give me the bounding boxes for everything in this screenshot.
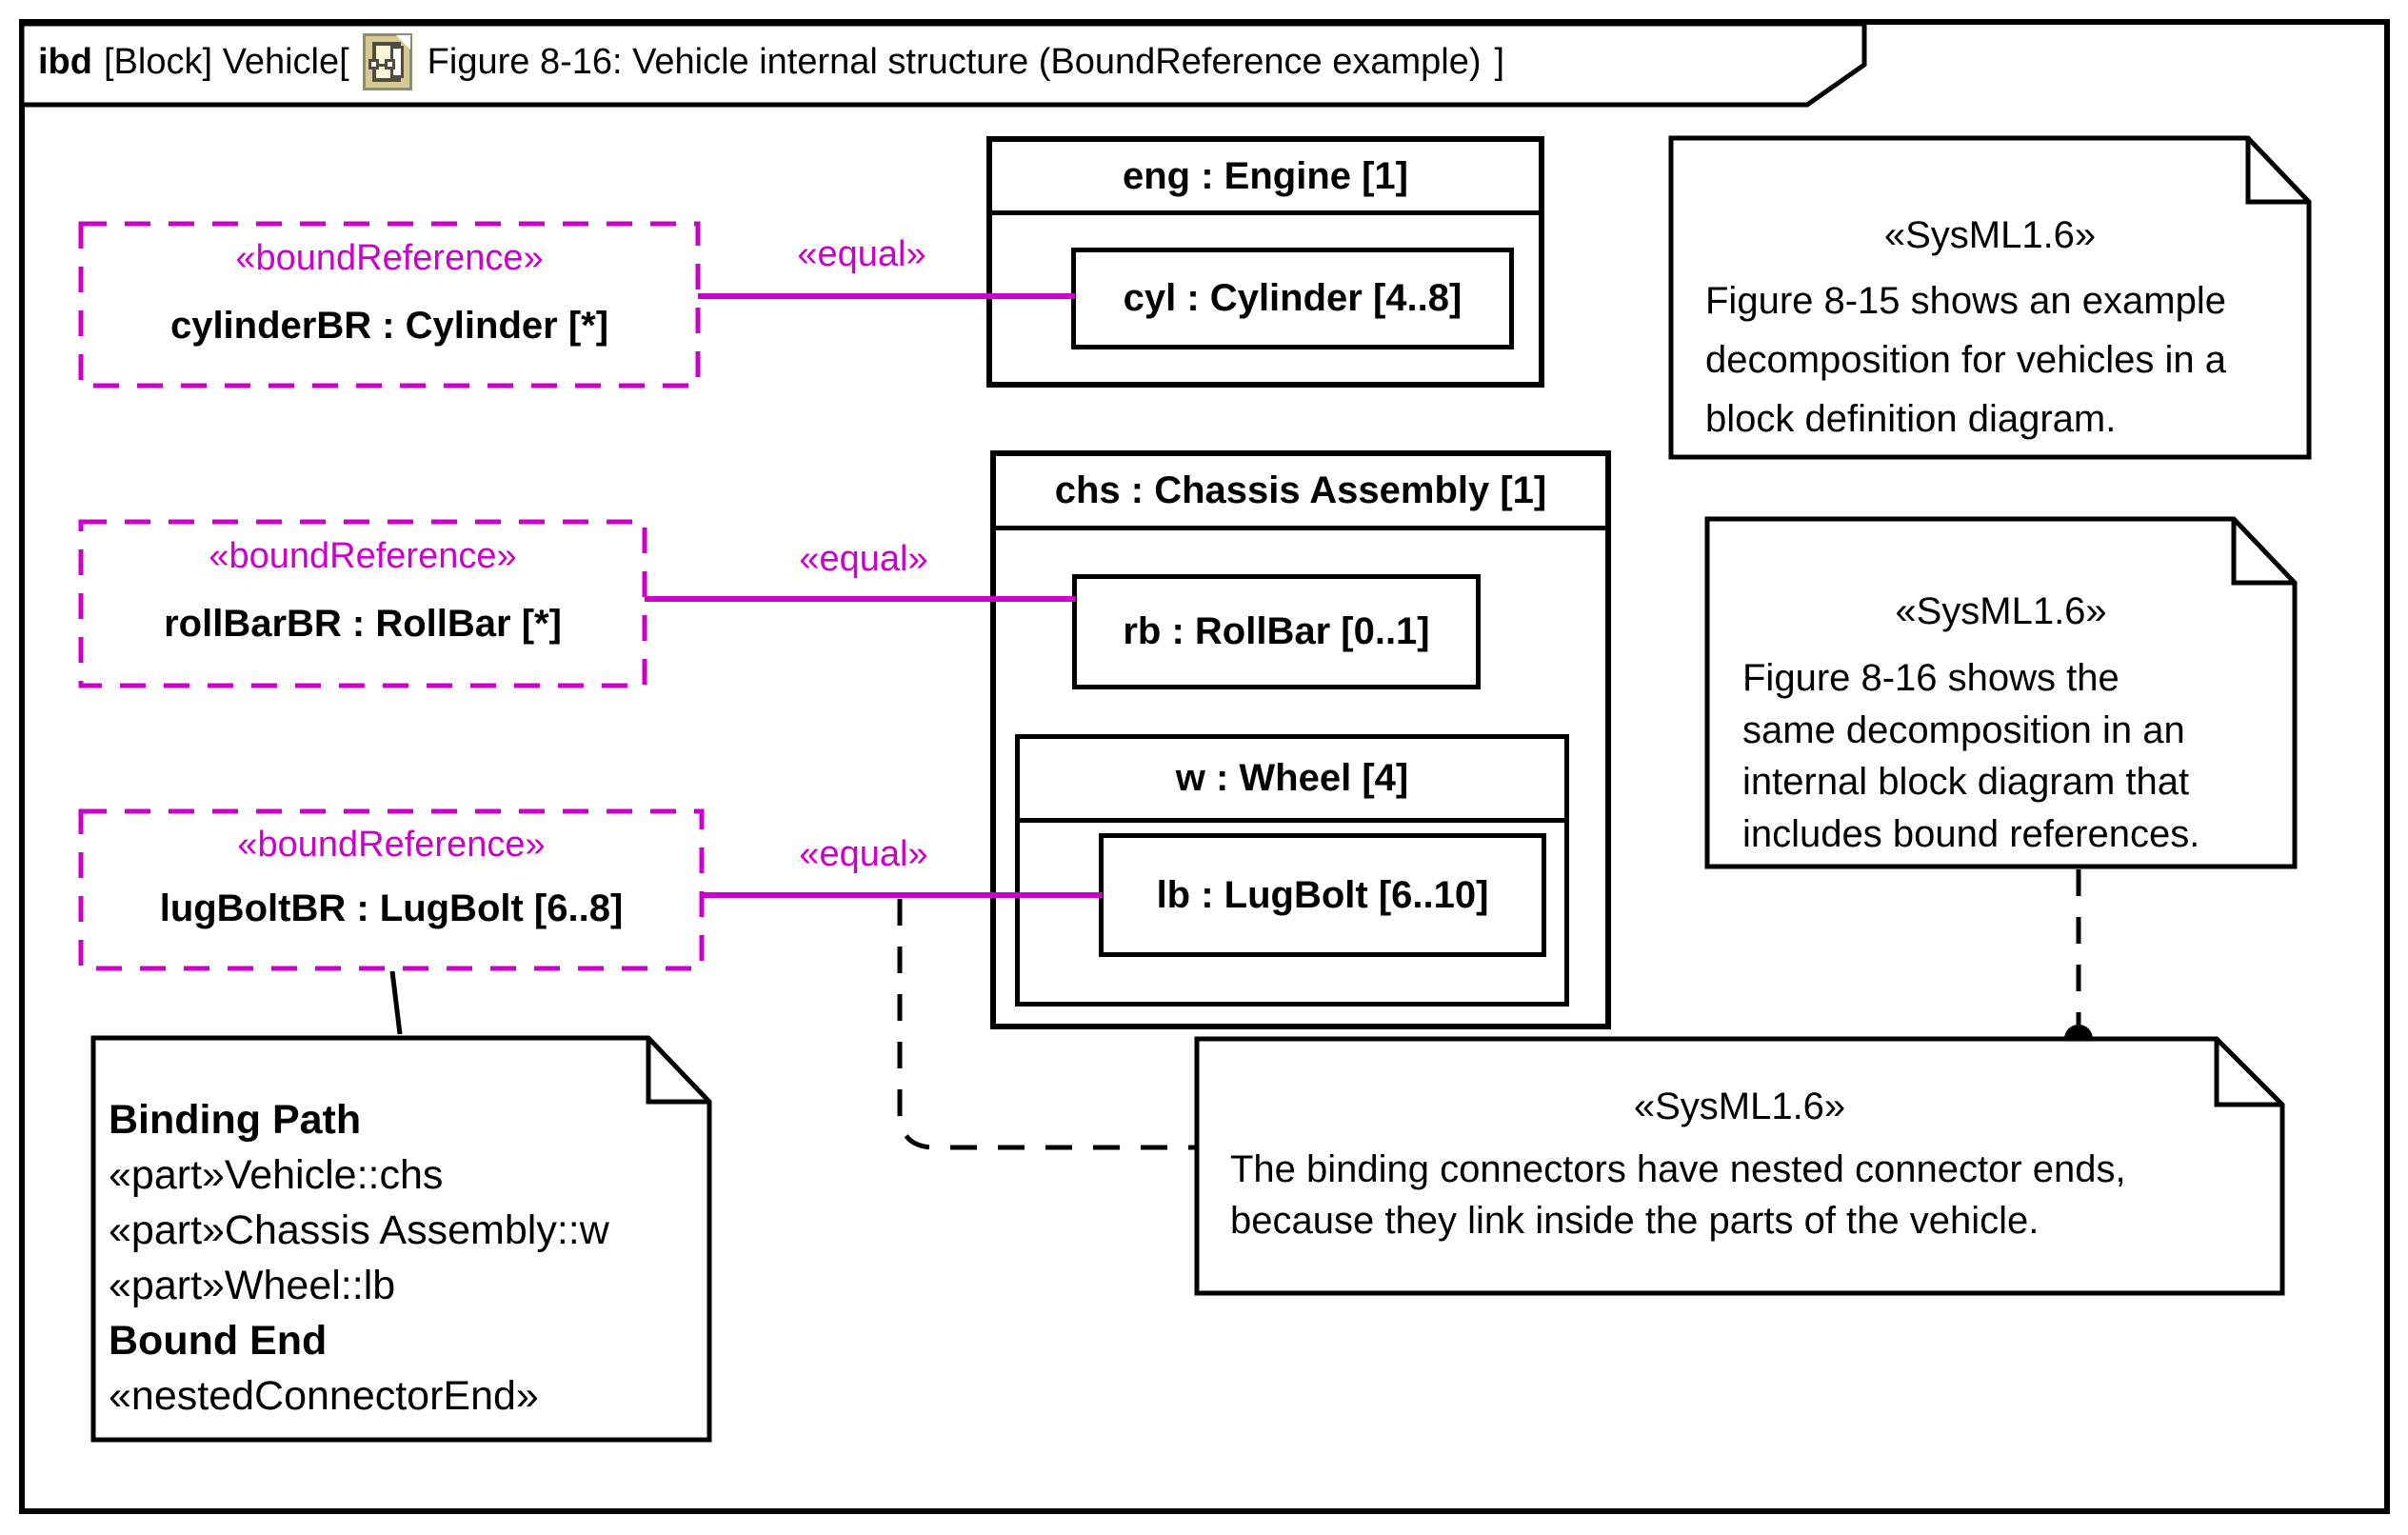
diagram-icon-fold xyxy=(395,35,410,50)
boundref-cylinder-name: cylinderBR : Cylinder [*] xyxy=(169,305,609,347)
note-ibd-line: includes bound references. xyxy=(1742,813,2200,855)
note-binding-path-line: «nestedConnectorEnd» xyxy=(109,1373,539,1419)
boundref-lugbolt-name: lugBoltBR : LugBolt [6..8] xyxy=(159,887,624,929)
note-binding-path-line: Bound End xyxy=(109,1318,328,1364)
note-bdd-line: decomposition for vehicles in a xyxy=(1705,339,2226,381)
note-ibd-line: Figure 8-16 shows the xyxy=(1742,657,2119,699)
equal-label-lugbolt: «equal» xyxy=(799,834,928,874)
equal-label-rollbar: «equal» xyxy=(799,539,928,579)
note-ibd-stereotype: «SysML1.6» xyxy=(1895,590,2107,632)
note-bdd-stereotype: «SysML1.6» xyxy=(1883,214,2097,256)
frame-title: ibd [Block] Vehicle[ Figure 8-16: Vehicl… xyxy=(38,25,1504,99)
note-binding-path-line: «part»Vehicle::chs xyxy=(109,1152,444,1198)
frame-diagram-name: Figure 8-16: Vehicle internal structure … xyxy=(427,41,1482,82)
note-binding-connectors-line: because they link inside the parts of th… xyxy=(1230,1200,2040,1242)
note-ibd-line: same decomposition in an xyxy=(1742,709,2185,751)
diagram-icon-square-right xyxy=(384,59,395,70)
boundref-rollbar-name: rollBarBR : RollBar [*] xyxy=(164,603,562,645)
note-binding-path-line: Binding Path xyxy=(109,1097,362,1143)
boundref-rollbar-stereotype: «boundReference» xyxy=(209,536,517,576)
frame-keyword: ibd xyxy=(38,41,92,82)
note-bdd-line: block definition diagram. xyxy=(1705,398,2117,440)
frame-context: [Block] Vehicle[ xyxy=(103,41,349,82)
boundref-lugbolt-stereotype: «boundReference» xyxy=(237,825,546,865)
note-binding-path-line: «part»Chassis Assembly::w xyxy=(109,1207,609,1253)
boundref-cylinder-stereotype: «boundReference» xyxy=(235,238,544,278)
equal-label-cylinder: «equal» xyxy=(797,234,926,274)
diagram-icon xyxy=(362,33,412,90)
note-bdd-line: Figure 8-15 shows an example xyxy=(1705,280,2226,322)
note-binding-connectors-line: The binding connectors have nested conne… xyxy=(1230,1148,2126,1190)
frame-close-bracket: ] xyxy=(1494,41,1505,82)
note-ibd-line: internal block diagram that xyxy=(1742,761,2190,803)
note-binding-path-line: «part»Wheel::lb xyxy=(109,1263,396,1308)
note-binding-connectors-stereotype: «SysML1.6» xyxy=(1633,1086,1846,1127)
